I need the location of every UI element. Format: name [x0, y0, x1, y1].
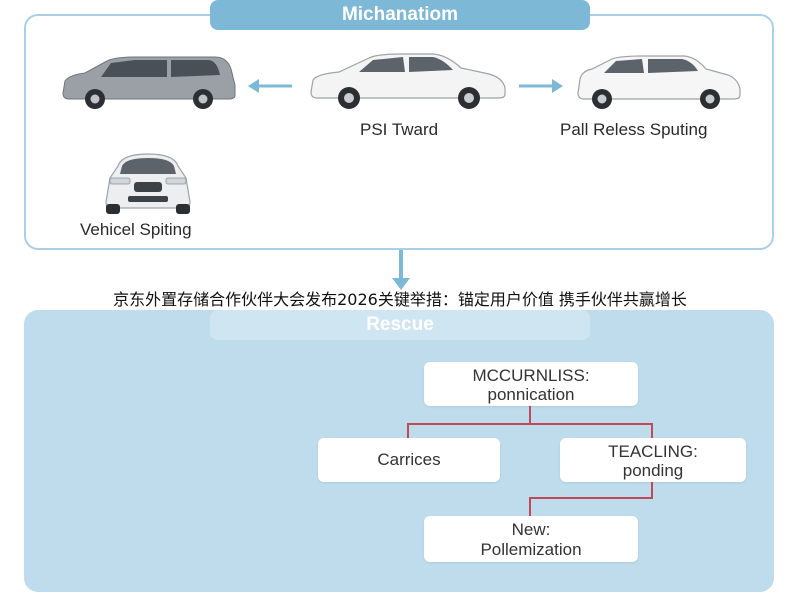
mechanism-panel	[24, 14, 774, 250]
hatchback-icon	[577, 55, 741, 109]
arrow-right-icon	[519, 79, 563, 93]
node-new-line1: New:	[511, 520, 551, 539]
mechanism-title: Michanatiom	[210, 0, 590, 30]
arrow-left-icon	[248, 79, 292, 93]
node-teacling-line2: ponding	[622, 461, 684, 480]
vehicle-label-vehicel-spiting: Vehicel Spiting	[80, 220, 192, 239]
arrow-down-icon	[392, 250, 410, 290]
node-mccurnliss-line1: MCCURNLISS:	[472, 366, 590, 385]
node-carrices-label: Carrices	[377, 450, 441, 469]
vehicle-label-pall-reless-sputing: Pall Reless Sputing	[560, 120, 708, 139]
node-carrices: Carrices	[318, 438, 500, 482]
node-new-pollemization: New: Pollemization	[424, 516, 638, 562]
vehicle-label-psi-tward: PSI Tward	[360, 120, 439, 139]
node-mccurnliss-line2: ponnication	[487, 385, 575, 404]
minivan-icon	[62, 56, 236, 109]
rescue-title: Rescue	[210, 310, 590, 340]
sedan-icon	[310, 53, 506, 109]
node-mccurnliss: MCCURNLISS: ponnication	[424, 362, 638, 406]
node-teacling-line1: TEACLING:	[608, 442, 698, 461]
headline-caption: 京东外置存储合作伙伴大会发布2026关键举措：锚定用户价值 携手伙伴共赢增长	[113, 290, 687, 309]
node-new-line2: Pollemization	[480, 540, 582, 559]
node-teacling: TEACLING: ponding	[560, 438, 746, 482]
suv-front-icon	[105, 153, 191, 214]
